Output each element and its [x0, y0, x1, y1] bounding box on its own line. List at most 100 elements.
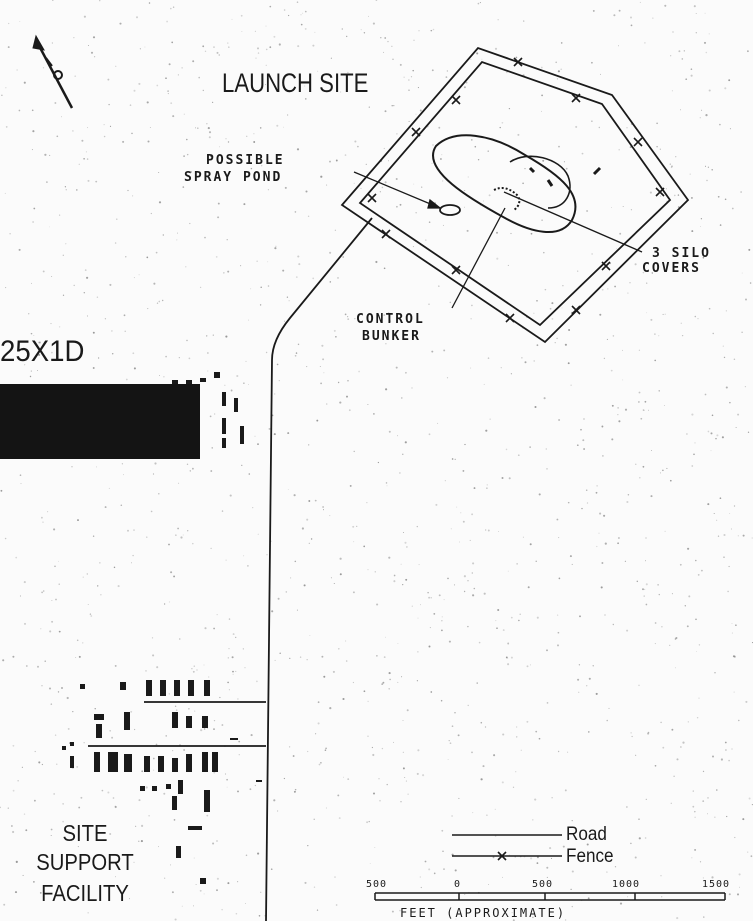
speckle-dot — [408, 120, 410, 122]
speckle-dot — [167, 93, 169, 95]
speckle-dot — [457, 734, 460, 737]
speckle-dot — [400, 801, 402, 803]
speckle-dot — [345, 640, 347, 642]
speckle-dot — [317, 722, 320, 725]
speckle-dot — [46, 181, 48, 183]
speckle-dot — [463, 86, 466, 89]
speckle-dot — [654, 764, 657, 767]
speckle-dot — [556, 614, 559, 616]
speckle-dot — [376, 603, 379, 606]
speckle-dot — [235, 636, 237, 639]
speckle-dot — [119, 22, 122, 25]
speckle-dot — [686, 625, 689, 628]
speckle-dot — [428, 645, 431, 648]
speckle-dot — [383, 656, 386, 658]
speckle-dot — [480, 778, 483, 781]
speckle-dot — [101, 789, 104, 792]
speckle-dot — [529, 543, 532, 546]
speckle-dot — [21, 766, 23, 768]
speckle-dot — [170, 102, 173, 105]
speckle-dot — [304, 10, 307, 13]
speckle-dot — [384, 110, 387, 113]
speckle-dot — [300, 23, 303, 26]
speckle-dot — [64, 186, 67, 188]
speckle-dot — [692, 790, 694, 792]
speckle-dot — [471, 751, 473, 754]
speckle-dot — [285, 591, 288, 593]
speckle-dot — [465, 81, 468, 84]
speckle-dot — [132, 195, 134, 197]
speckle-dot — [206, 123, 208, 125]
speckle-dot — [111, 353, 114, 355]
speckle-dot — [178, 357, 180, 359]
speckle-dot — [265, 84, 266, 86]
speckle-dot — [388, 430, 391, 433]
speckle-dot — [374, 571, 376, 573]
speckle-dot — [81, 139, 84, 142]
speckle-dot — [286, 114, 289, 116]
spray-pond — [439, 204, 461, 216]
speckle-dot — [464, 443, 466, 446]
speckle-dot — [54, 102, 57, 104]
speckle-dot — [576, 444, 579, 447]
speckle-dot — [747, 851, 749, 853]
speckle-dot — [397, 435, 399, 437]
speckle-dot — [330, 577, 332, 579]
speckle-dot — [671, 728, 674, 731]
speckle-dot — [470, 367, 472, 369]
speckle-dot — [221, 724, 224, 726]
speckle-dot — [464, 189, 466, 192]
speckle-dot — [321, 344, 324, 347]
speckle-dot — [670, 55, 672, 57]
speckle-dot — [237, 881, 239, 883]
speckle-dot — [583, 418, 585, 420]
speckle-dot — [449, 301, 452, 304]
scale-tick-label: 0 — [454, 879, 462, 890]
speckle-dot — [392, 58, 394, 60]
speckle-dot — [473, 487, 476, 490]
speckle-dot — [462, 520, 465, 523]
speckle-dot — [257, 443, 259, 445]
speckle-dot — [656, 145, 658, 148]
speckle-dot — [29, 375, 32, 378]
speckle-dot — [58, 583, 60, 585]
speckle-dot — [521, 357, 523, 359]
speckle-dot — [654, 359, 657, 362]
speckle-dot — [614, 866, 617, 868]
speckle-dot — [28, 313, 30, 315]
speckle-dot — [182, 534, 184, 536]
speckle-dot — [417, 617, 419, 619]
speckle-dot — [586, 685, 588, 687]
speckle-dot — [5, 87, 7, 89]
speckle-dot — [694, 816, 696, 818]
speckle-dot — [700, 225, 701, 227]
speckle-dot — [136, 17, 138, 19]
speckle-dot — [446, 70, 449, 72]
speckle-dot — [602, 455, 604, 457]
speckle-dot — [591, 120, 593, 122]
speckle-dot — [661, 896, 663, 898]
speckle-dot — [714, 672, 716, 674]
speckle-dot — [442, 850, 444, 853]
speckle-dot — [385, 388, 388, 391]
speckle-dot — [454, 869, 457, 872]
speckle-dot — [748, 248, 751, 251]
speckle-dot — [168, 543, 170, 546]
speckle-dot — [314, 499, 317, 502]
speckle-dot — [86, 158, 89, 160]
speckle-dot — [402, 751, 404, 753]
speckle-dot — [489, 418, 491, 420]
speckle-dot — [288, 746, 291, 748]
speckle-dot — [596, 545, 598, 548]
speckle-dot — [630, 842, 632, 845]
speckle-dot — [558, 419, 561, 421]
speckle-dot — [11, 825, 13, 827]
speckle-dot — [49, 226, 50, 228]
speckle-dot — [505, 656, 508, 659]
speckle-dot — [12, 744, 15, 747]
speckle-dot — [202, 89, 204, 92]
speckle-dot — [433, 872, 436, 875]
speckle-dot — [227, 657, 229, 659]
speckle-dot — [152, 473, 155, 475]
speckle-dot — [61, 687, 63, 689]
